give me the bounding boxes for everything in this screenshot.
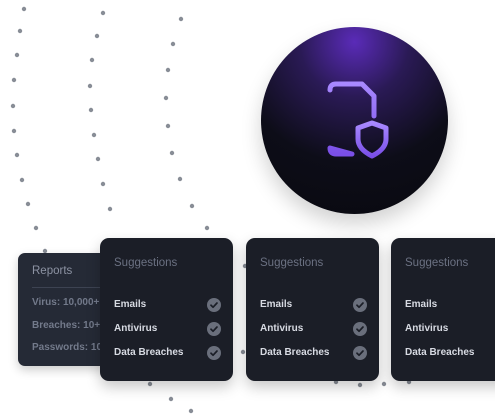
suggestion-item-data-breaches: Data Breaches <box>260 345 367 361</box>
trail-dot <box>11 128 17 134</box>
suggestions-title: Suggestions <box>405 257 469 269</box>
suggestions-title: Suggestions <box>260 257 324 269</box>
trail-dot <box>94 33 100 39</box>
trail-dot <box>357 382 363 388</box>
suggestion-label: Emails <box>405 299 438 310</box>
trail-dot <box>10 103 16 109</box>
suggestion-label: Data Breaches <box>405 347 475 358</box>
suggestion-label: Antivirus <box>114 323 158 334</box>
trail-dot <box>107 206 113 212</box>
suggestion-label: Emails <box>260 299 293 310</box>
trail-dot <box>147 381 153 387</box>
trail-dot <box>168 396 174 402</box>
suggestion-item-data-breaches: Data Breaches <box>405 345 495 361</box>
trail-dot <box>177 176 183 182</box>
trail-dot <box>89 57 95 63</box>
check-circle-icon <box>207 346 221 360</box>
suggestion-label: Antivirus <box>405 323 449 334</box>
trail-dot <box>95 156 101 162</box>
trail-dot <box>21 6 27 12</box>
trail-dot <box>163 95 169 101</box>
reports-virus-line: Virus: 10,000+ <box>32 297 100 308</box>
check-circle-icon <box>353 298 367 312</box>
trail-dot <box>170 41 176 47</box>
trail-dot <box>100 10 106 16</box>
trail-dot <box>17 28 23 34</box>
suggestion-item-emails: Emails <box>114 297 221 313</box>
trail-dot <box>33 225 39 231</box>
suggestion-item-data-breaches: Data Breaches <box>114 345 221 361</box>
suggestions-card: Suggestions Emails Antivirus Data Breach… <box>100 238 233 381</box>
reports-breaches-line: Breaches: 10+ <box>32 320 101 331</box>
suggestion-item-antivirus: Antivirus <box>405 321 495 337</box>
trail-dot <box>240 349 246 355</box>
document-shield-emblem <box>261 27 448 214</box>
suggestion-item-emails: Emails <box>405 297 495 313</box>
suggestion-label: Data Breaches <box>114 347 184 358</box>
trail-dot <box>100 181 106 187</box>
trail-dot <box>165 67 171 73</box>
suggestions-title: Suggestions <box>114 257 178 269</box>
suggestion-label: Emails <box>114 299 147 310</box>
reports-passwords-line: Passwords: 10+ <box>32 342 108 353</box>
trail-dot <box>178 16 184 22</box>
suggestion-item-antivirus: Antivirus <box>260 321 367 337</box>
trail-dot <box>14 152 20 158</box>
check-circle-icon <box>207 322 221 336</box>
trail-dot <box>204 225 210 231</box>
document-shield-icon <box>327 81 388 158</box>
trail-dot <box>88 107 94 113</box>
trail-dot <box>11 77 17 83</box>
trail-dot <box>25 201 31 207</box>
trail-dot <box>14 52 20 58</box>
suggestions-card: Suggestions Emails Antivirus Data Breach… <box>391 238 495 381</box>
check-circle-icon <box>353 322 367 336</box>
suggestion-item-antivirus: Antivirus <box>114 321 221 337</box>
trail-dot <box>189 203 195 209</box>
reports-title: Reports <box>32 265 73 277</box>
trail-dot <box>188 408 194 414</box>
suggestion-label: Data Breaches <box>260 347 330 358</box>
trail-dot <box>87 83 93 89</box>
suggestions-card: Suggestions Emails Antivirus Data Breach… <box>246 238 379 381</box>
trail-dot <box>165 123 171 129</box>
trail-dot <box>169 150 175 156</box>
check-circle-icon <box>207 298 221 312</box>
reports-divider <box>32 287 138 288</box>
trail-dot <box>381 381 387 387</box>
trail-dot <box>19 177 25 183</box>
trail-dot <box>91 132 97 138</box>
check-circle-icon <box>353 346 367 360</box>
suggestion-item-emails: Emails <box>260 297 367 313</box>
suggestion-label: Antivirus <box>260 323 304 334</box>
